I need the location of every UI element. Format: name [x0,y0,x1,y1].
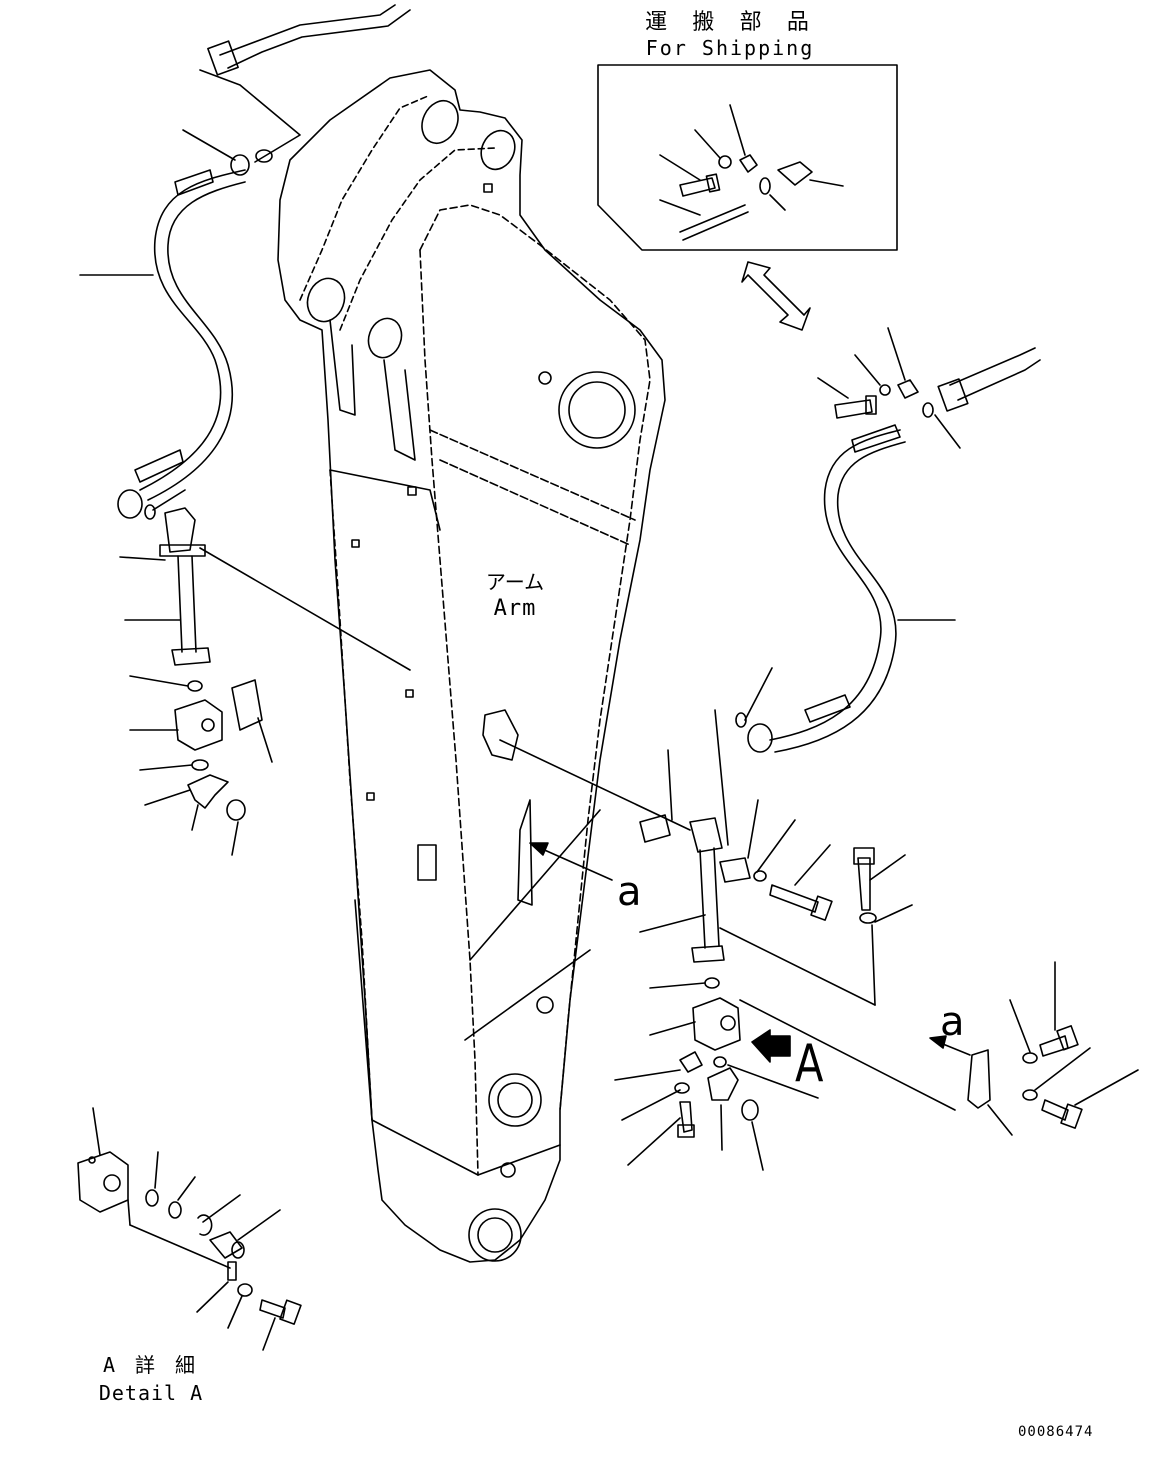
exchange-arrow [741,261,811,331]
for-shipping-title-jp: 運 搬 部 品 [645,10,815,35]
drawing-code: 00086474 [1018,1424,1094,1440]
arm-label-en: Arm [493,596,537,621]
ref-a-arm-marker: a [617,869,642,915]
right-bracket [929,961,1139,1136]
arrow-a-arm [529,842,613,881]
detail-a-assembly [77,1107,302,1351]
detail-a-title-jp: A 詳 細 [102,1353,200,1377]
for-shipping-box [597,64,898,251]
left-hose-assembly [79,4,411,856]
view-a-marker: A [795,1034,824,1094]
ref-a-bracket-marker: a [940,999,965,1045]
arm-body [277,69,666,1263]
arm-label-jp: アーム [485,570,545,594]
detail-a-title-en: Detail A [98,1381,204,1405]
for-shipping-title-en: For Shipping [645,36,815,60]
right-hose-assembly [499,327,1041,1171]
